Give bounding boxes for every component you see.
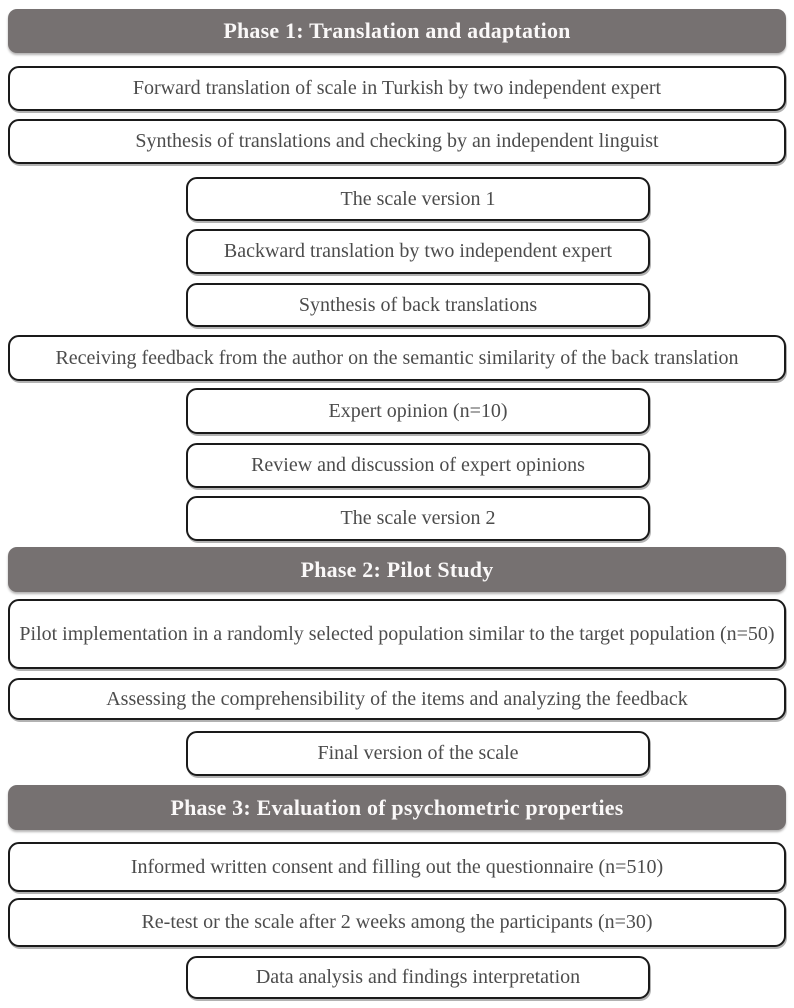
step-synthesis-back-translations: Synthesis of back translations (186, 283, 650, 327)
step-final-version: Final version of the scale (186, 731, 650, 776)
step-expert-review: Review and discussion of expert opinions (186, 443, 650, 488)
phase-3-header: Phase 3: Evaluation of psychometric prop… (8, 785, 786, 830)
step-backward-translation: Backward translation by two independent … (186, 229, 650, 274)
step-pilot-implementation: Pilot implementation in a randomly selec… (8, 599, 786, 669)
step-retest: Re-test or the scale after 2 weeks among… (8, 898, 786, 947)
step-comprehensibility-assessment: Assessing the comprehensibility of the i… (8, 678, 786, 720)
step-scale-version-2: The scale version 2 (186, 496, 650, 541)
step-scale-version-1: The scale version 1 (186, 177, 650, 221)
step-forward-translation: Forward translation of scale in Turkish … (8, 66, 786, 111)
phase-2-header: Phase 2: Pilot Study (8, 547, 786, 592)
step-expert-opinion: Expert opinion (n=10) (186, 388, 650, 434)
step-data-analysis: Data analysis and findings interpretatio… (186, 956, 650, 999)
step-author-feedback: Receiving feedback from the author on th… (8, 335, 786, 381)
phase-1-header: Phase 1: Translation and adaptation (8, 9, 786, 53)
step-informed-consent: Informed written consent and filling out… (8, 842, 786, 892)
step-synthesis-translations: Synthesis of translations and checking b… (8, 119, 786, 164)
